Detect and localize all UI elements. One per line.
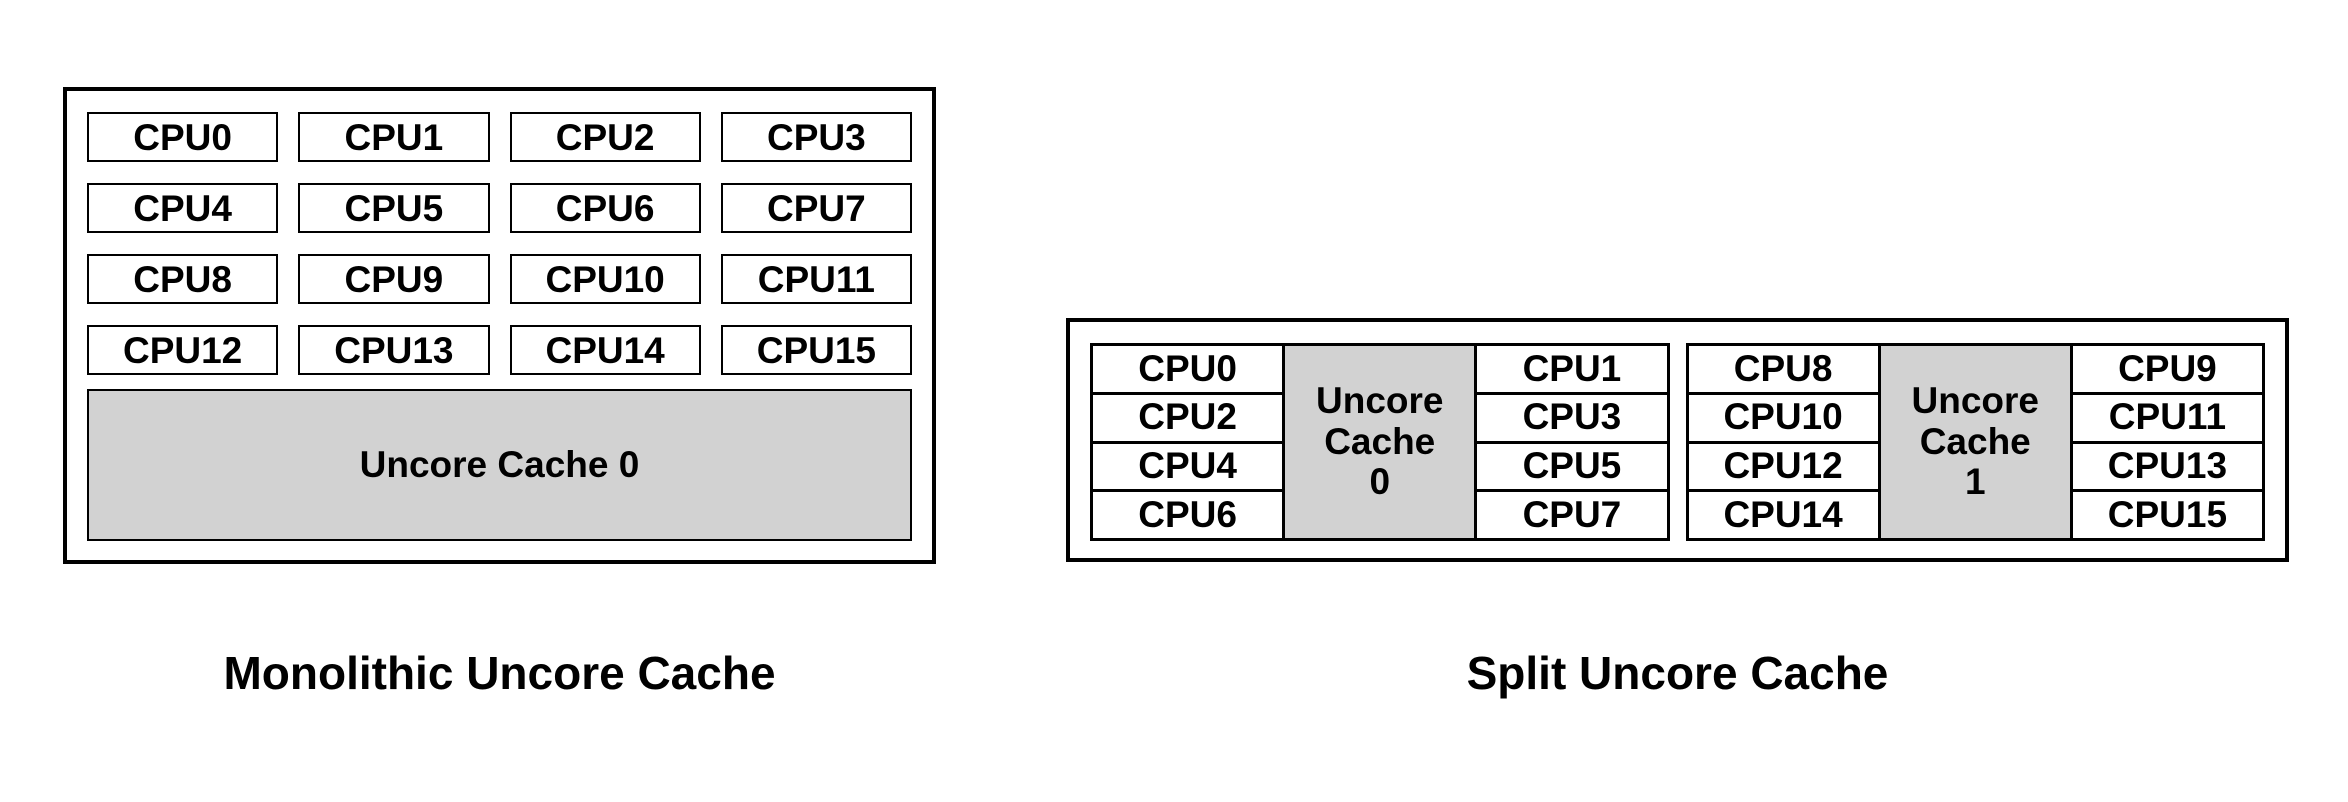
cpu-cell-12: CPU12 [1688, 443, 1881, 493]
cpu-box-1: CPU1 [298, 112, 490, 162]
cpu-cell-3: CPU3 [1477, 394, 1670, 444]
cpu-cell-13: CPU13 [2072, 443, 2265, 493]
cpu-box-2: CPU2 [509, 112, 701, 162]
cpu-cell-5: CPU5 [1477, 443, 1670, 493]
cpu-grid: CPU0 CPU1 CPU2 CPU3 CPU4 CPU5 CPU6 CPU7 … [87, 112, 912, 375]
cpu-box-15: CPU15 [720, 325, 912, 375]
cpu-box-12: CPU12 [87, 325, 279, 375]
cpu-cell-15: CPU15 [2072, 492, 2265, 541]
cache-cluster-0: CPU0 CPU2 CPU4 CPU6 Uncore Cache 0 CPU1 … [1090, 343, 1670, 541]
uncore-cache-0-cell: Uncore Cache 0 [1285, 346, 1478, 541]
split-figure: CPU0 CPU2 CPU4 CPU6 Uncore Cache 0 CPU1 … [1066, 318, 2289, 562]
cpu-box-7: CPU7 [720, 183, 912, 233]
cpu-box-11: CPU11 [720, 254, 912, 304]
cpu-cell-7: CPU7 [1477, 492, 1670, 541]
split-caption: Split Uncore Cache [1466, 647, 1889, 699]
cpu-cell-0: CPU0 [1093, 346, 1286, 395]
cpu-box-9: CPU9 [298, 254, 490, 304]
cpu-cell-14: CPU14 [1688, 492, 1881, 541]
uncore-cache-0-box: Uncore Cache 0 [87, 389, 912, 541]
cpu-cell-9: CPU9 [2072, 346, 2265, 395]
cpu-cell-8: CPU8 [1688, 346, 1881, 395]
uncore-cache-1-cell: Uncore Cache 1 [1880, 346, 2073, 541]
cpu-cell-1: CPU1 [1477, 346, 1670, 395]
cpu-box-14: CPU14 [509, 325, 701, 375]
cpu-cell-11: CPU11 [2072, 394, 2265, 444]
cpu-cell-10: CPU10 [1688, 394, 1881, 444]
cpu-box-10: CPU10 [509, 254, 701, 304]
cpu-box-5: CPU5 [298, 183, 490, 233]
cache-cluster-1: CPU8 CPU10 CPU12 CPU14 Uncore Cache 1 CP… [1685, 343, 2265, 541]
cpu-box-4: CPU4 [87, 183, 279, 233]
cpu-cell-2: CPU2 [1093, 394, 1286, 444]
cpu-box-13: CPU13 [298, 325, 490, 375]
cpu-box-6: CPU6 [509, 183, 701, 233]
cpu-cell-4: CPU4 [1093, 443, 1286, 493]
cpu-box-0: CPU0 [87, 112, 279, 162]
cpu-box-8: CPU8 [87, 254, 279, 304]
monolithic-figure: CPU0 CPU1 CPU2 CPU3 CPU4 CPU5 CPU6 CPU7 … [63, 87, 936, 564]
monolithic-caption: Monolithic Uncore Cache [223, 647, 776, 699]
cpu-box-3: CPU3 [720, 112, 912, 162]
cpu-cell-6: CPU6 [1093, 492, 1286, 541]
